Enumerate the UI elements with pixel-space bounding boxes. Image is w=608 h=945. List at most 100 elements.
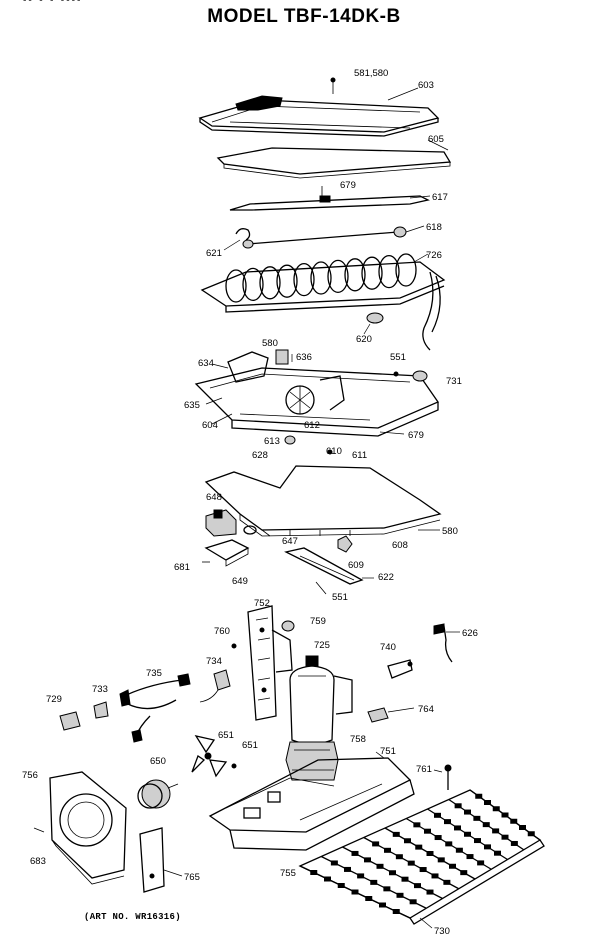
condenser-fin: [419, 867, 427, 873]
condenser-fin: [454, 825, 461, 831]
label-622: 622: [378, 572, 394, 583]
condenser-fin: [337, 883, 345, 888]
part-618-heater-rod: [223, 225, 425, 251]
label-628: 628: [252, 450, 268, 461]
label-758: 758: [350, 734, 366, 745]
condenser-fin: [426, 851, 434, 856]
label-651a: 651: [218, 730, 234, 741]
condenser-fin: [310, 870, 318, 875]
part-752-compressor-bracket: [247, 605, 293, 721]
label-651b: 651: [242, 740, 258, 751]
condenser-fin: [492, 828, 500, 834]
label-613: 613: [264, 436, 280, 447]
label-626: 626: [462, 628, 478, 639]
art-number: (ART NO. WR16316): [84, 912, 181, 922]
label-731: 731: [446, 376, 462, 387]
label-618: 618: [426, 222, 442, 233]
condenser-fin: [460, 870, 468, 876]
condenser-fin: [426, 889, 434, 895]
condenser-fin: [409, 899, 417, 905]
page-header-mark: -- - - ----: [22, 0, 82, 6]
label-551b: 551: [332, 592, 348, 603]
condenser-fin: [444, 819, 451, 825]
label-761: 761: [416, 764, 432, 775]
part-725-relay: [289, 655, 353, 745]
label-730: 730: [434, 926, 450, 937]
label-610: 610: [326, 446, 342, 457]
condenser-fin: [494, 850, 501, 856]
label-752: 752: [254, 598, 270, 609]
coil-loop: [242, 267, 264, 302]
condenser-fin: [484, 844, 491, 850]
coil-loop: [378, 254, 400, 289]
label-683: 683: [30, 856, 46, 867]
part-758-compressor: [285, 741, 339, 781]
diagram-title: MODEL TBF-14DK-B: [207, 6, 401, 27]
label-679b: 679: [408, 430, 424, 441]
label-755: 755: [280, 868, 296, 879]
condenser-fin: [455, 847, 463, 853]
condenser-fin: [392, 831, 400, 837]
part-760-screw: [231, 643, 237, 649]
label-580a: 580: [262, 338, 278, 349]
condenser-fin: [330, 860, 338, 866]
condenser-fin: [434, 812, 441, 818]
part-617-bracket-rod: [229, 186, 431, 211]
condenser-fin: [464, 831, 471, 837]
label-765: 765: [184, 872, 200, 883]
condenser-fin: [372, 841, 380, 847]
label-617: 617: [432, 192, 448, 203]
condenser-fin: [431, 873, 439, 879]
label-605: 605: [428, 134, 444, 145]
condenser-fin: [344, 866, 351, 872]
condenser-fin: [501, 834, 509, 840]
label-756: 756: [22, 770, 38, 781]
part-726-evaporator-coil: [200, 253, 446, 351]
condenser-fin: [424, 828, 431, 834]
condenser-fin: [519, 825, 526, 830]
label-647: 647: [282, 536, 298, 547]
condenser-fin: [376, 863, 384, 869]
label-635: 635: [184, 400, 200, 411]
condenser-fin: [395, 854, 403, 860]
condenser-fin: [437, 857, 445, 863]
condenser-fin: [482, 822, 490, 828]
condenser-fin: [474, 838, 481, 844]
part-756-fan-shroud: [33, 771, 127, 885]
part-759-grommet: [281, 620, 295, 632]
label-620: 620: [356, 334, 372, 345]
label-551a: 551: [390, 352, 406, 363]
label-612: 612: [304, 420, 320, 431]
part-604-evaporator-pan: [194, 349, 439, 445]
label-725: 725: [314, 640, 330, 651]
condenser-fin: [357, 873, 365, 879]
part-603-top-cover: [198, 77, 440, 137]
part-651-fan-blade: [191, 735, 237, 778]
label-634: 634: [198, 358, 214, 369]
label-648: 648: [206, 492, 222, 503]
condenser-fin: [365, 896, 373, 901]
part-650-fan-motor: [137, 779, 179, 809]
part-751-base-pan: [208, 751, 415, 851]
condenser-fin: [475, 793, 483, 799]
label-679: 679: [340, 180, 356, 191]
part-733-overload: [93, 701, 109, 719]
condenser-fin: [464, 809, 471, 815]
label-726: 726: [426, 250, 442, 261]
coil-loop: [327, 259, 349, 294]
label-733: 733: [92, 684, 108, 695]
part-608-drip-pan: [204, 449, 442, 537]
part-648-fan-motor-bracket: [205, 509, 257, 537]
condenser-fin: [404, 838, 411, 844]
part-761-screw: [433, 764, 452, 790]
condenser-fin: [454, 803, 462, 809]
part-734-capacitor: [199, 669, 231, 703]
coil-loop: [395, 253, 417, 287]
label-604: 604: [202, 420, 218, 431]
coil-loop: [344, 258, 366, 292]
label-740: 740: [380, 642, 396, 653]
condenser-fin: [370, 879, 378, 885]
label-759: 759: [310, 616, 326, 627]
label-729: 729: [46, 694, 62, 705]
